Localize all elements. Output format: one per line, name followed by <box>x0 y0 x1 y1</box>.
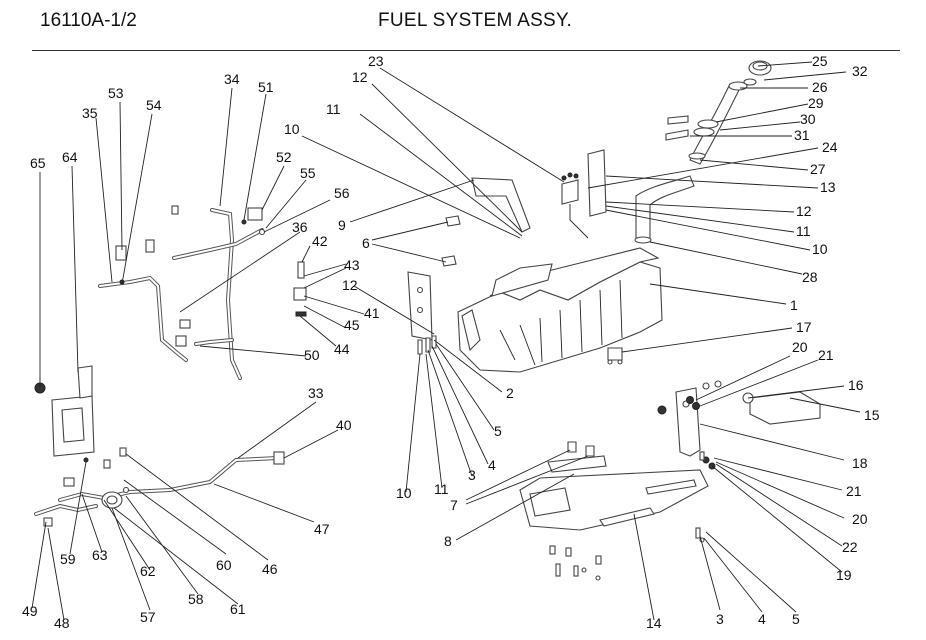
callout-63: 63 <box>92 547 108 563</box>
callout-35: 35 <box>82 105 98 121</box>
callout-12-left: 12 <box>342 277 358 293</box>
callout-29: 29 <box>808 95 824 111</box>
callout-1: 1 <box>790 297 798 313</box>
callout-19: 19 <box>836 567 852 583</box>
callout-2: 2 <box>506 385 514 401</box>
callout-labels: 65 64 35 53 54 34 51 52 55 56 36 42 43 4… <box>22 53 880 631</box>
callout-12-top: 12 <box>352 69 368 85</box>
callout-43: 43 <box>344 257 360 273</box>
callout-10-top: 10 <box>284 121 300 137</box>
breather-valve <box>293 261 307 317</box>
callout-9: 9 <box>338 217 346 233</box>
callout-41: 41 <box>364 305 380 321</box>
callout-46: 46 <box>262 561 278 577</box>
callout-6: 6 <box>362 235 370 251</box>
callout-18: 18 <box>852 455 868 471</box>
fuel-sender-23 <box>561 172 589 239</box>
callout-62: 62 <box>140 563 156 579</box>
callout-21-bottom: 21 <box>846 483 862 499</box>
callout-26: 26 <box>812 79 828 95</box>
callout-44: 44 <box>334 341 350 357</box>
callout-11-top: 11 <box>326 101 341 117</box>
callout-10-right: 10 <box>812 241 828 257</box>
callout-12-right: 12 <box>796 203 812 219</box>
callout-42: 42 <box>312 233 328 249</box>
callout-30: 30 <box>800 111 816 127</box>
heat-shield-13 <box>587 149 607 217</box>
callout-32: 32 <box>852 63 868 79</box>
callout-58: 58 <box>188 591 204 607</box>
callout-11-left: 11 <box>434 481 449 497</box>
callout-14: 14 <box>646 615 662 631</box>
skid-hardware <box>549 545 602 581</box>
callout-47: 47 <box>314 521 330 537</box>
callout-24: 24 <box>822 139 838 155</box>
callout-33: 33 <box>308 385 324 401</box>
header-divider <box>32 50 900 51</box>
diagram-title: FUEL SYSTEM ASSY. <box>378 10 573 31</box>
tank-bracket-2 <box>407 271 437 355</box>
callout-8: 8 <box>444 533 452 549</box>
callout-4-left: 4 <box>488 457 496 473</box>
support-bracket-18 <box>657 380 821 543</box>
callout-50: 50 <box>304 347 320 363</box>
filler-pipe <box>665 60 772 165</box>
callout-34: 34 <box>224 71 240 87</box>
callout-25: 25 <box>812 53 828 69</box>
callout-55: 55 <box>300 165 316 181</box>
callout-17: 17 <box>796 319 812 335</box>
callout-36: 36 <box>292 219 308 235</box>
callout-3-left: 3 <box>468 467 476 483</box>
callout-21-top: 21 <box>818 347 834 363</box>
diagram-code: 16110A-1/2 <box>40 10 137 31</box>
mounting-bracket-64 <box>34 365 95 457</box>
skid-plate-14 <box>519 441 709 531</box>
callout-20-bottom: 20 <box>852 511 868 527</box>
callout-53: 53 <box>108 85 124 101</box>
callout-10-left: 10 <box>396 485 412 501</box>
callout-57: 57 <box>140 609 156 625</box>
callout-15: 15 <box>864 407 880 423</box>
callout-59: 59 <box>60 551 76 567</box>
fuel-lines-upper <box>98 205 266 380</box>
callout-7: 7 <box>450 497 458 513</box>
callout-5-left: 5 <box>494 423 502 439</box>
callout-45: 45 <box>344 317 360 333</box>
callout-60: 60 <box>216 557 232 573</box>
callout-49: 49 <box>22 603 38 619</box>
callout-3-right: 3 <box>716 611 724 627</box>
fuel-lines-lower <box>34 447 285 527</box>
callout-64: 64 <box>62 149 78 165</box>
callout-5-right: 5 <box>792 611 800 627</box>
callout-16: 16 <box>848 377 864 393</box>
callout-52: 52 <box>276 149 292 165</box>
rubber-pads-6 <box>441 215 461 267</box>
leader-lines <box>31 61 861 621</box>
callout-40: 40 <box>336 417 352 433</box>
callout-61: 61 <box>230 601 246 617</box>
callout-56: 56 <box>334 185 350 201</box>
callout-4-right: 4 <box>758 611 766 627</box>
callout-31: 31 <box>794 127 810 143</box>
filler-hose <box>634 175 695 244</box>
callout-54: 54 <box>146 97 162 113</box>
fuel-tank <box>457 247 663 373</box>
callout-28: 28 <box>802 269 818 285</box>
callout-27: 27 <box>810 161 826 177</box>
fuel-filter-17 <box>607 347 623 365</box>
callout-13: 13 <box>820 179 836 195</box>
callout-11-right: 11 <box>796 223 811 239</box>
callout-51: 51 <box>258 79 274 95</box>
callout-22: 22 <box>842 539 858 555</box>
callout-20-top: 20 <box>792 339 808 355</box>
callout-65: 65 <box>30 155 46 171</box>
callout-23: 23 <box>368 53 384 69</box>
callout-48: 48 <box>54 615 70 631</box>
